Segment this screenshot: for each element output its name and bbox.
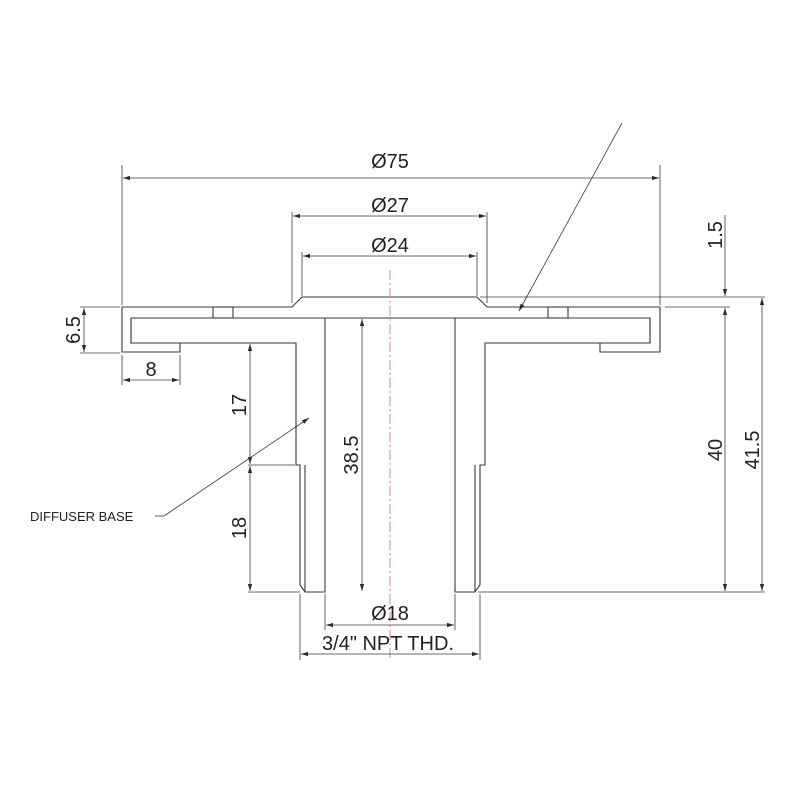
dim-boss-height: 1.5 [480, 215, 765, 330]
dim-heights-right: 40 41.5 [478, 298, 765, 593]
thread-spec-label: 3/4" NPT THD. [322, 633, 454, 655]
dim-label-boss-outer: Ø27 [371, 195, 409, 217]
dim-thread: 3/4" NPT THD. [299, 594, 481, 660]
part-section [121, 296, 661, 593]
dim-flange-thickness: 6.5 [63, 306, 120, 354]
part-label-diffuser-base: DIFFUSER BASE [30, 509, 134, 524]
dim-boss-outer: Ø27 [291, 195, 488, 303]
vent-slot-right [547, 306, 569, 319]
dim-label-lip-width: 8 [145, 359, 156, 381]
dim-label-upper-stem: 17 [229, 394, 251, 416]
dim-label-bore-depth: 38.5 [341, 436, 363, 475]
dim-lip-width: 8 [121, 355, 181, 385]
dim-label-bore-diameter: Ø18 [371, 603, 409, 625]
dim-boss-inner: Ø24 [301, 235, 478, 296]
dim-label-overall-height: 41.5 [742, 431, 764, 470]
leader-cap [518, 122, 623, 312]
cap-section [121, 296, 661, 353]
dim-label-flange-thickness: 6.5 [63, 316, 85, 344]
vent-slot-left [212, 306, 234, 319]
dim-label-body-height: 40 [705, 439, 727, 461]
base-section-right [454, 317, 651, 593]
leader-diffuser-base: DIFFUSER BASE [30, 417, 310, 524]
dim-label-boss-inner: Ø24 [371, 235, 409, 257]
dim-bore-depth: 38.5 [341, 319, 365, 591]
dim-label-outer-diameter: Ø75 [371, 151, 409, 173]
dim-outer-diameter: Ø75 [121, 151, 661, 305]
base-section-left [130, 317, 326, 593]
dim-label-boss-height: 1.5 [705, 221, 727, 249]
dim-stem-heights: 17 18 [229, 344, 300, 593]
dim-bore-diameter: Ø18 [324, 594, 456, 630]
dim-label-lower-stem: 18 [229, 517, 251, 539]
